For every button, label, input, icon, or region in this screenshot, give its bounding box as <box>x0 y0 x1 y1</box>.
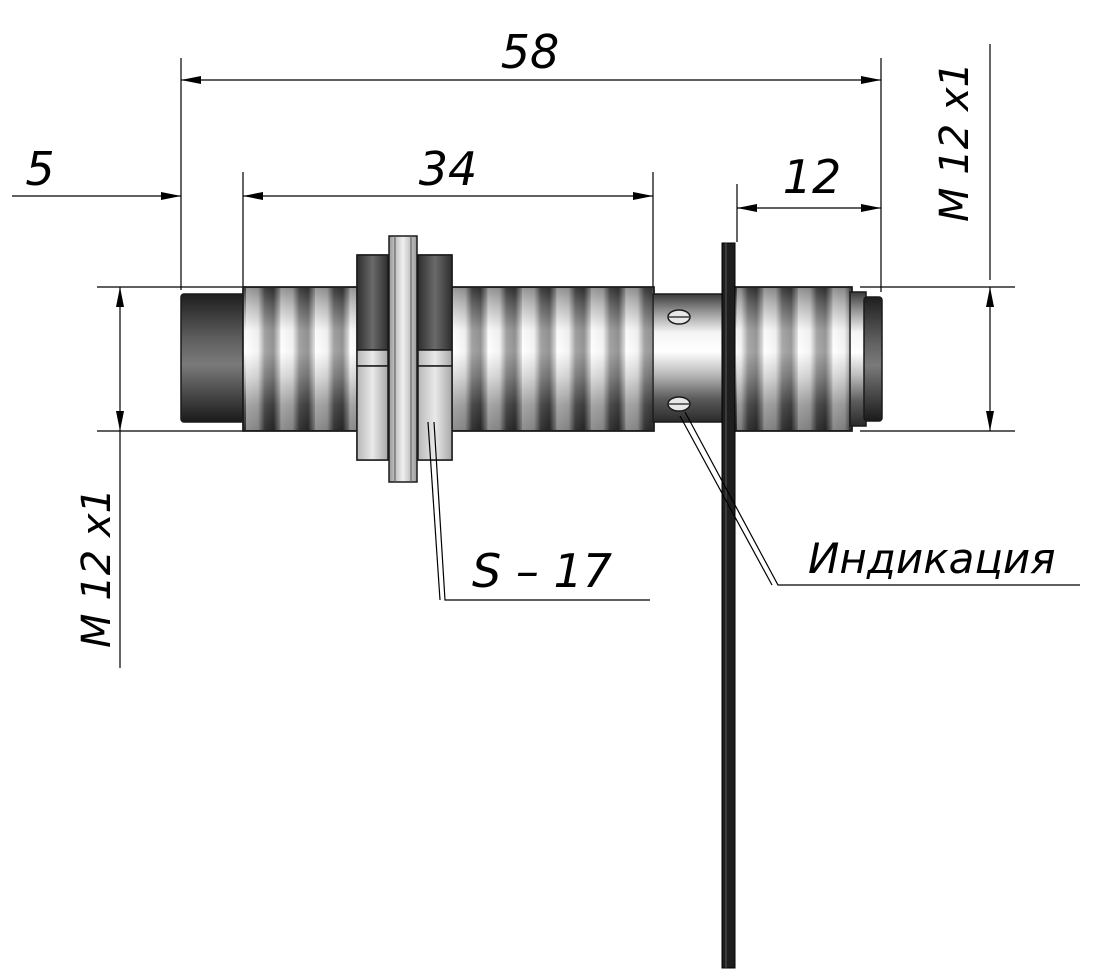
cable <box>721 242 736 969</box>
dim-label-5: 5 <box>25 142 54 196</box>
dim-label-34: 34 <box>419 142 478 196</box>
washer <box>388 235 418 483</box>
mounting-nut-right <box>417 254 453 461</box>
dim-label-thread-right: M 12 x1 <box>932 62 978 222</box>
dim-label-thread-left: M 12 x1 <box>74 488 120 648</box>
mounting-nut-left <box>356 254 389 461</box>
rear-cap <box>863 296 883 422</box>
sensing-face <box>180 293 246 423</box>
dim-label-12: 12 <box>783 150 842 204</box>
callout-nut-size: S – 17 <box>472 544 612 598</box>
sensor-body <box>180 235 883 969</box>
dim-label-58: 58 <box>501 25 560 79</box>
leader-indication <box>679 411 1080 586</box>
callout-indication: Индикация <box>808 534 1055 583</box>
leader-nut <box>427 421 650 601</box>
